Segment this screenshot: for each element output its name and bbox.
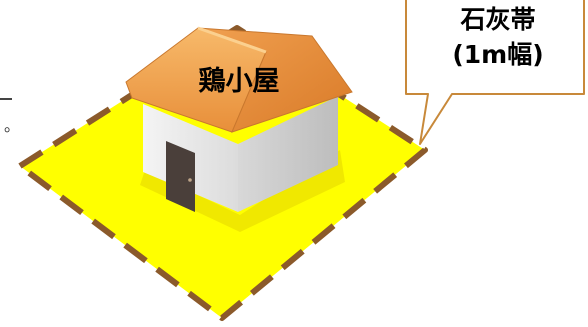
edge-dash-mark bbox=[0, 98, 12, 100]
lime-band-label-line2: (1m幅) bbox=[452, 40, 544, 69]
coop-label: 鶏小屋 bbox=[198, 66, 280, 97]
house-icon bbox=[125, 26, 353, 212]
callout-box bbox=[405, 0, 585, 145]
lime-band-label-line1: 石灰帯 bbox=[460, 5, 536, 34]
edge-period-mark: 。 bbox=[4, 116, 21, 135]
door-icon bbox=[166, 141, 195, 212]
lime-band-label: 石灰帯 (1m幅) bbox=[412, 2, 584, 72]
